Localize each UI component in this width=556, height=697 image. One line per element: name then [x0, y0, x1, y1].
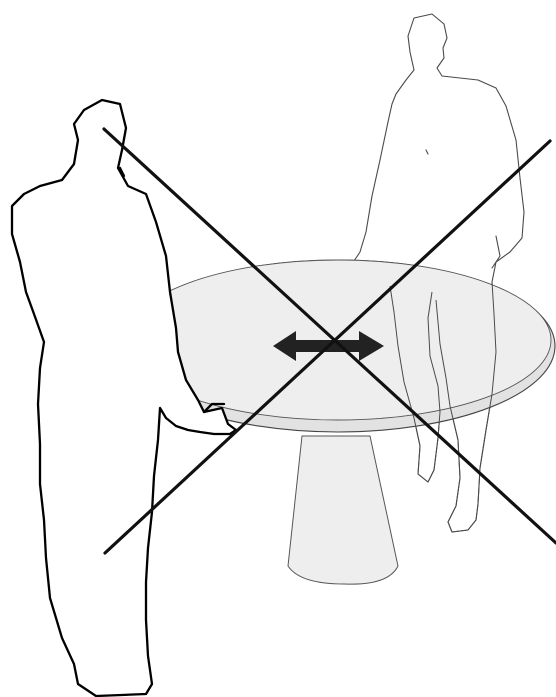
table-pedestal: [287, 435, 399, 585]
prohibition-cross-icon: [102, 127, 556, 555]
foreground-person: [10, 98, 238, 697]
background-person-legs: [389, 281, 497, 533]
